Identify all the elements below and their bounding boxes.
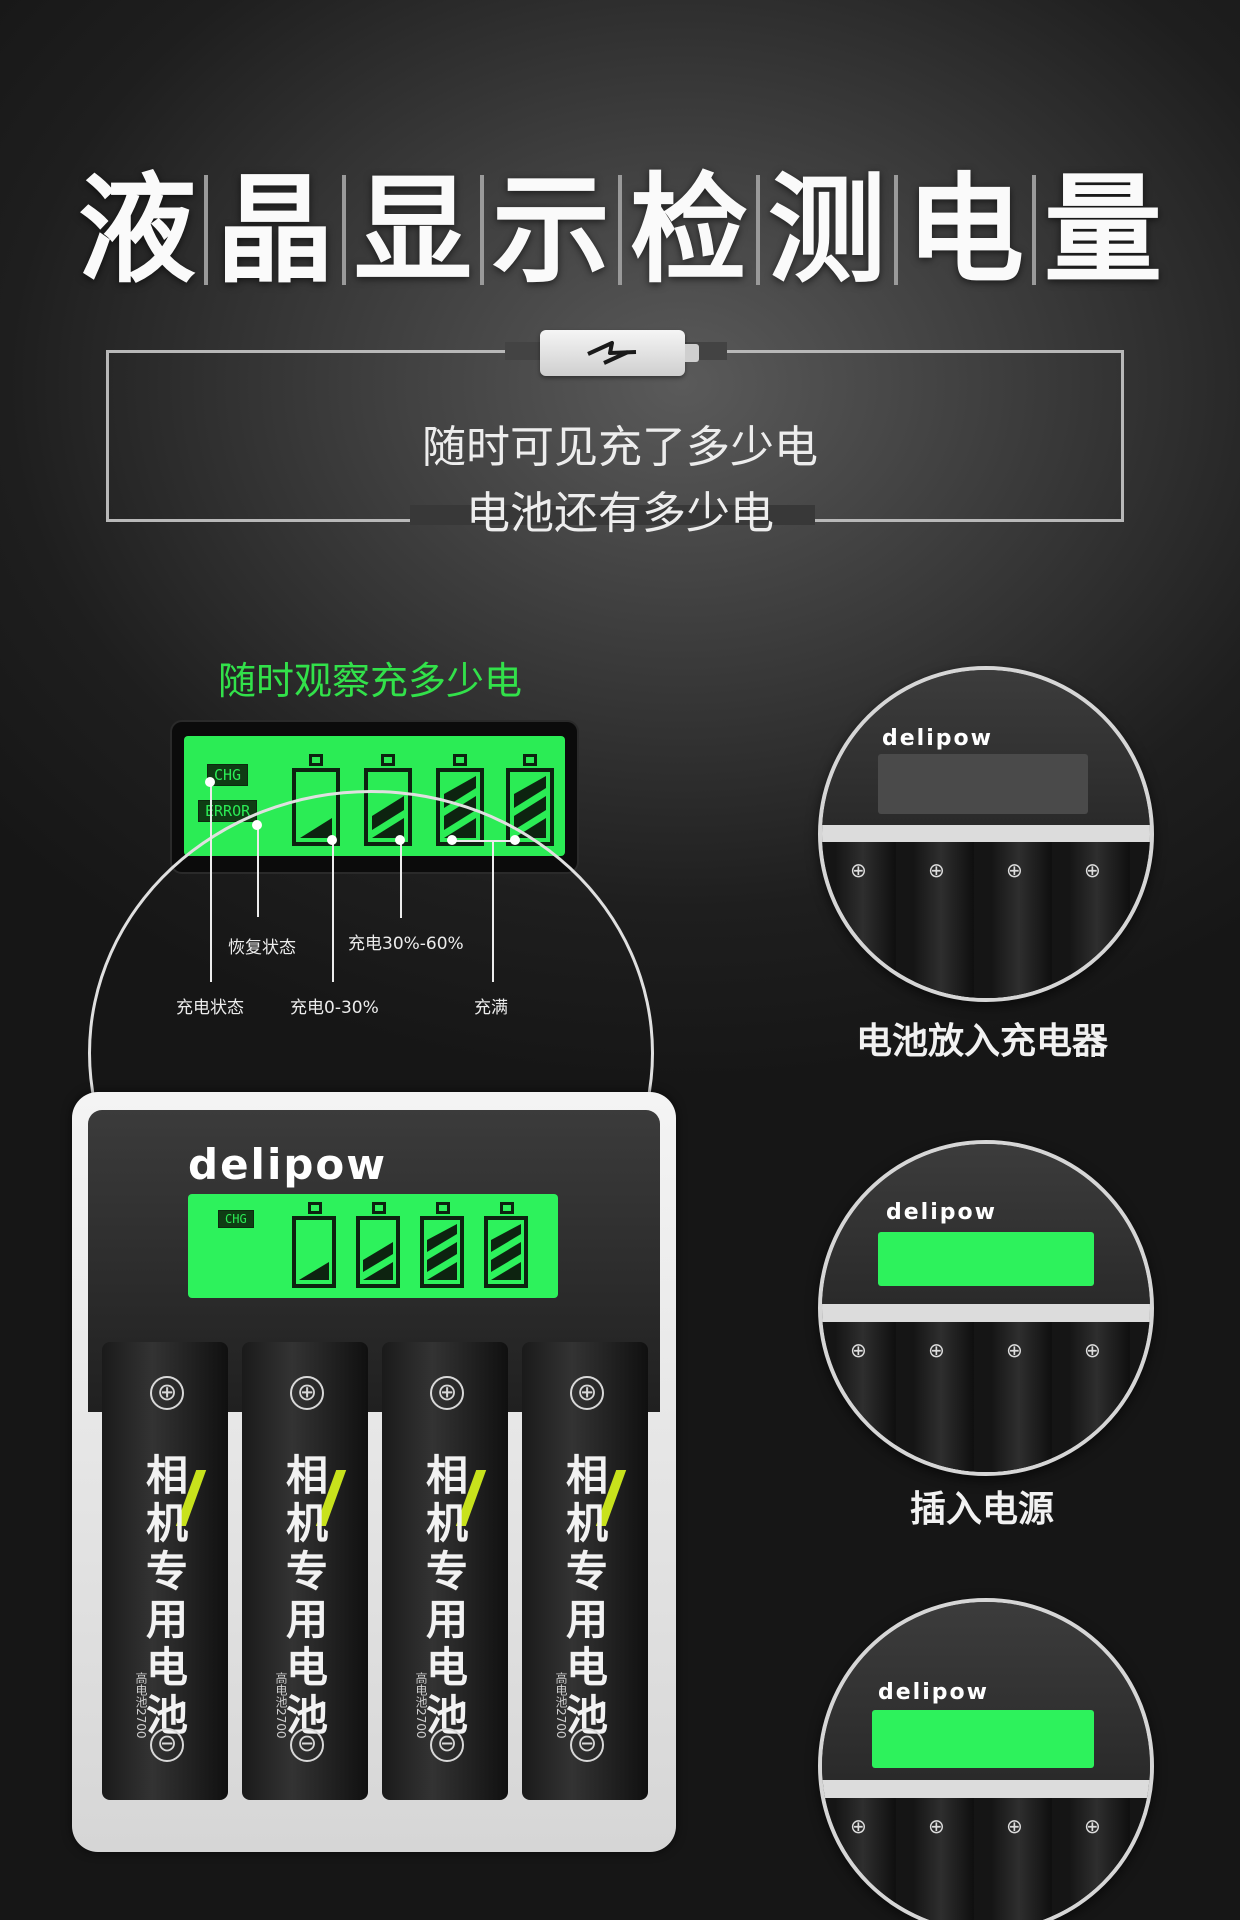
plus-icon: ⊕ [1084, 858, 1101, 882]
plus-icon: ⊕ [850, 1338, 867, 1362]
label-charge-0-30: 充电0-30% [290, 998, 379, 1018]
pointer-line [210, 782, 212, 982]
subtitle-line-2: 电池还有多少电 [466, 488, 774, 539]
battery-level-icon [356, 1202, 400, 1288]
headline-separator [342, 175, 346, 285]
headline-char: 晶 [215, 161, 334, 299]
pointer-line [492, 840, 494, 982]
headline-separator [1032, 175, 1036, 285]
mini-lcd-off [878, 754, 1088, 814]
plus-icon: ⊕ [570, 1376, 604, 1410]
pointer-dot [395, 835, 405, 845]
pointer-dot [205, 777, 215, 787]
lcd-caption: 随时观察充多少电 [217, 659, 522, 703]
headline: 液 晶 显 示 检 测 电 量 [70, 160, 1170, 300]
pointer-line [257, 825, 259, 917]
minus-icon: ⊖ [150, 1728, 184, 1762]
headline-separator [756, 175, 760, 285]
headline-char: 示 [491, 161, 610, 299]
pointer-dot [447, 835, 457, 845]
minus-icon: ⊖ [570, 1728, 604, 1762]
minus-icon: ⊖ [290, 1728, 324, 1762]
plus-icon: ⊕ [850, 1814, 867, 1838]
battery-capacity: 高电池2700 [274, 1672, 288, 1739]
battery-label: 相机专用电池 [145, 1451, 188, 1740]
frame-gap [410, 505, 815, 525]
plus-icon: ⊕ [850, 858, 867, 882]
headline-separator [204, 175, 208, 285]
step-circle-charging: delipow ⊕ ⊕ ⊕ ⊕ [818, 1598, 1154, 1920]
subtitle-line-1: 随时可见充了多少电 [422, 422, 818, 473]
mini-lcd-on [878, 1232, 1094, 1286]
headline-separator [894, 175, 898, 285]
label-charge-30-60: 充电30%-60% [348, 934, 464, 954]
plus-icon: ⊕ [290, 1376, 324, 1410]
error-tag: ERROR [198, 800, 258, 822]
minus-icon: ⊖ [430, 1728, 464, 1762]
plus-icon: ⊕ [928, 1338, 945, 1362]
battery-capacity: 高电池2700 [554, 1672, 568, 1739]
plus-icon: ⊕ [430, 1376, 464, 1410]
charger-lcd: CHG [188, 1194, 558, 1298]
battery-cell: ⊕ 相机专用电池 高电池2700 ⊖ [102, 1342, 228, 1800]
brand-logo: delipow [886, 1200, 997, 1225]
battery-capacity: 高电池2700 [134, 1672, 148, 1739]
plus-icon: ⊕ [1084, 1338, 1101, 1362]
label-restore: 恢复状态 [228, 938, 296, 958]
pointer-link [452, 840, 517, 842]
plus-icon: ⊕ [928, 1814, 945, 1838]
headline-char: 测 [767, 161, 886, 299]
label-charging-state: 充电状态 [176, 998, 244, 1018]
chg-tag: CHG [207, 764, 249, 786]
step-circle-insert-batteries: delipow ⊕ ⊕ ⊕ ⊕ [818, 666, 1154, 1002]
battery-level-icon [484, 1202, 528, 1288]
battery-level-icon [420, 1202, 464, 1288]
plus-icon: ⊕ [928, 858, 945, 882]
headline-char: 显 [353, 161, 472, 299]
pointer-dot [252, 820, 262, 830]
battery-level-icon [292, 1202, 336, 1288]
chg-tag: CHG [218, 1210, 254, 1228]
plus-icon: ⊕ [1006, 858, 1023, 882]
step-caption-1: 电池放入充电器 [855, 1021, 1108, 1062]
pointer-line [332, 840, 334, 982]
plus-icon: ⊕ [150, 1376, 184, 1410]
pointer-line [400, 840, 402, 918]
headline-char: 液 [77, 161, 196, 299]
plus-icon: ⊕ [1006, 1338, 1023, 1362]
headline-char: 量 [1043, 161, 1162, 299]
battery-label: 相机专用电池 [565, 1451, 608, 1740]
plus-icon: ⊕ [1084, 1814, 1101, 1838]
brand-logo: delipow [878, 1680, 989, 1705]
pointer-dot [510, 835, 520, 845]
pointer-dot [327, 835, 337, 845]
lightning-icon [587, 341, 637, 365]
headline-char: 检 [629, 161, 748, 299]
brand-logo: delipow [882, 726, 993, 751]
diagram-arc [88, 790, 654, 1316]
battery-cell: ⊕ 相机专用电池 高电池2700 ⊖ [242, 1342, 368, 1800]
battery-tip [685, 344, 699, 362]
step-caption-2: 插入电源 [909, 1489, 1054, 1530]
battery-cell: ⊕ 相机专用电池 高电池2700 ⊖ [522, 1342, 648, 1800]
headline-separator [480, 175, 484, 285]
battery-label: 相机专用电池 [285, 1451, 328, 1740]
headline-separator [618, 175, 622, 285]
mini-lcd-on [872, 1710, 1094, 1768]
brand-logo: delipow [188, 1140, 388, 1189]
plus-icon: ⊕ [1006, 1814, 1023, 1838]
headline-char: 电 [905, 161, 1024, 299]
battery-capacity: 高电池2700 [414, 1672, 428, 1739]
label-full: 充满 [474, 998, 508, 1018]
battery-charger: delipow CHG [72, 1092, 676, 1852]
battery-label: 相机专用电池 [425, 1451, 468, 1740]
battery-cell: ⊕ 相机专用电池 高电池2700 ⊖ [382, 1342, 508, 1800]
step-circle-plug-in: delipow ⊕ ⊕ ⊕ ⊕ [818, 1140, 1154, 1476]
battery-icon [540, 330, 699, 376]
